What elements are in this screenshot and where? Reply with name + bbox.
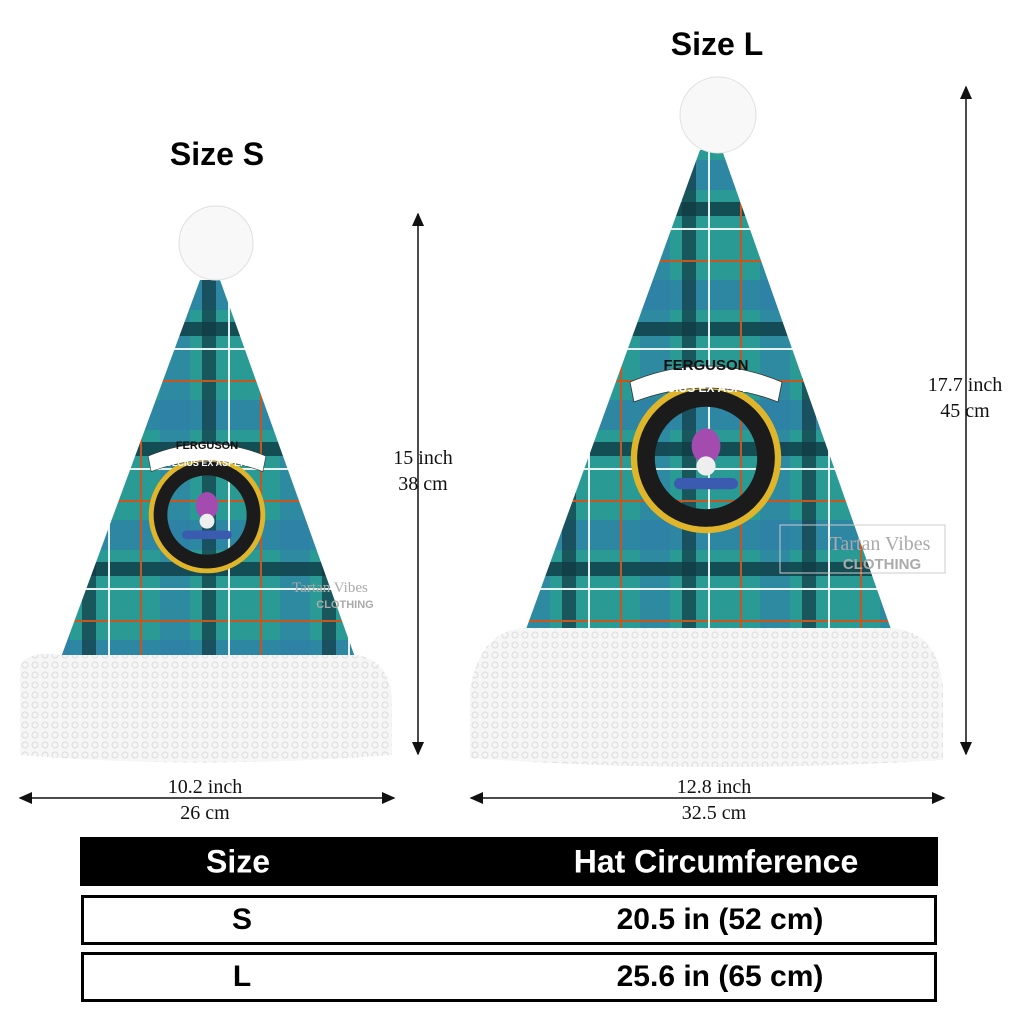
crest-icon: [629, 365, 783, 534]
table-row: S 20.5 in (52 cm): [81, 895, 937, 945]
size-s-title: Size S: [169, 136, 265, 172]
size-s-height-label: 15 inch 38 cm: [393, 445, 452, 497]
watermark-box: [779, 524, 946, 574]
watermark-text: Tartan Vibes: [830, 533, 931, 555]
row-circumference: 25.6 in (65 cm): [616, 960, 824, 993]
hat-large-fur-trim: [470, 628, 943, 768]
crest-icon: [147, 443, 267, 574]
size-l-width-inch: 12.8 inch: [676, 776, 752, 798]
crest-clan-text: FERGUSON: [663, 357, 748, 374]
row-circumference: 20.5 in (52 cm): [616, 903, 824, 936]
crest-clan-text: FERGUSON: [176, 440, 238, 452]
size-l-height-label: 17.7 inch 45 cm: [928, 372, 1002, 424]
hat-small: FERGUSON DULCIUS EX ASPERIS Tartan Vibes…: [20, 205, 392, 763]
size-s-width-label: 10.2 inch 26 cm: [168, 774, 242, 826]
crest-motto-text: DULCIUS EX ASPERIS: [159, 458, 255, 468]
size-l-width-cm: 32.5 cm: [681, 802, 747, 824]
size-s-width-inch: 10.2 inch: [167, 776, 243, 798]
size-s-width-cm: 26 cm: [180, 802, 230, 824]
size-l-height-cm: 45 cm: [940, 400, 990, 422]
crest-motto-text: DULCIUS EX ASPERIS: [642, 381, 770, 395]
watermark-subtext: CLOTHING: [843, 556, 921, 573]
hat-large-pompom: [679, 76, 757, 154]
size-s-height-cm: 38 cm: [398, 473, 448, 495]
header-circumference: Hat Circumference: [573, 843, 859, 879]
table-row: L 25.6 in (65 cm): [81, 952, 937, 1002]
hat-small-fur-trim: [20, 653, 392, 763]
size-l-width-label: 12.8 inch 32.5 cm: [677, 774, 751, 826]
size-s-height-inch: 15 inch: [393, 447, 453, 469]
size-l-height-inch: 17.7 inch: [927, 374, 1003, 396]
hat-large: FERGUSON DULCIUS EX ASPERIS Tartan Vibes…: [470, 76, 946, 768]
hat-small-pompom: [178, 205, 254, 281]
header-size: Size: [205, 843, 271, 879]
watermark-text: Tartan Vibes: [292, 580, 368, 596]
row-size: S: [231, 903, 252, 936]
size-l-title: Size L: [670, 26, 764, 62]
row-size: L: [232, 960, 252, 993]
watermark-subtext: CLOTHING: [316, 599, 373, 611]
table-header: Size Hat Circumference: [80, 837, 938, 886]
